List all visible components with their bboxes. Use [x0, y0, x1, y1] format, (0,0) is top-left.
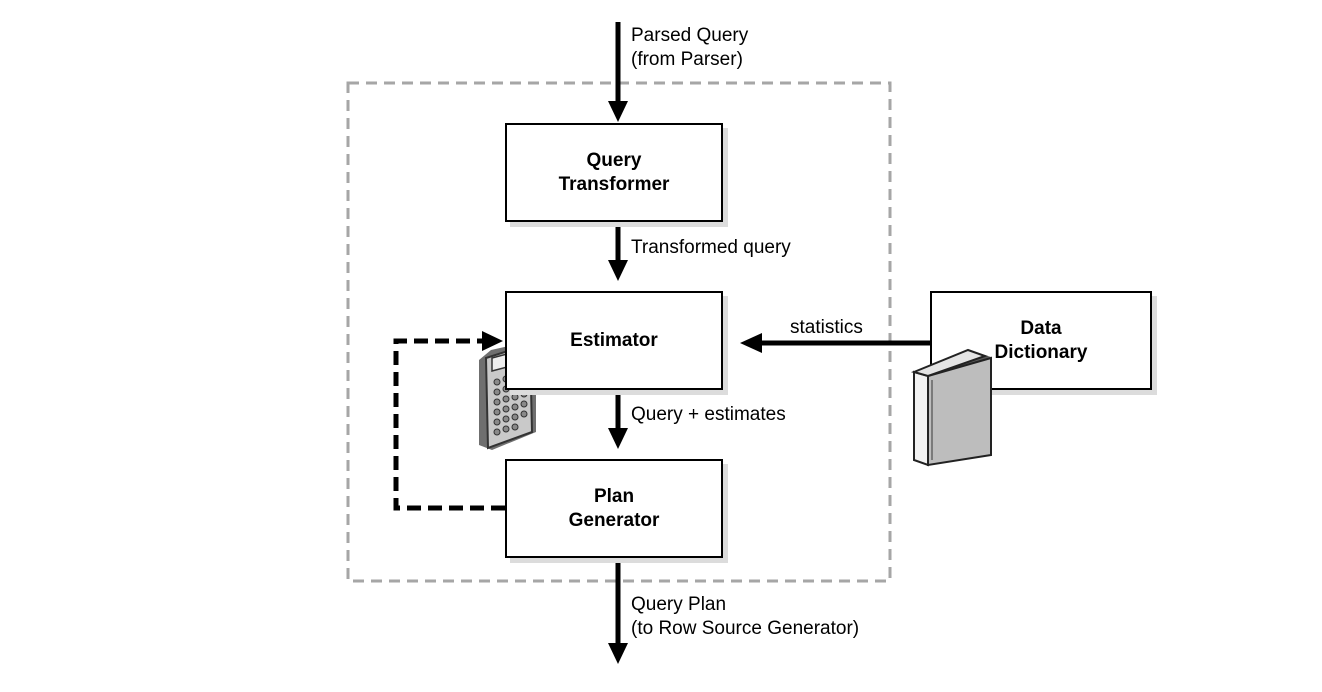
- data-dictionary-box: Data Dictionary: [930, 291, 1152, 390]
- estimator-box: Estimator: [505, 291, 723, 390]
- query-transformer-label-2: Transformer: [558, 173, 670, 195]
- estimates-label: Query + estimates: [631, 404, 786, 425]
- feedback-loop-arrow: [393, 331, 505, 511]
- output-label-line1: Query Plan: [631, 594, 727, 615]
- plan-generator-box: Plan Generator: [505, 459, 723, 558]
- output-label-line2: (to Row Source Generator): [631, 618, 860, 639]
- transformed-query-label: Transformed query: [631, 237, 791, 258]
- query-transformer-box: Query Transformer: [505, 123, 723, 222]
- input-label-line2: (from Parser): [631, 49, 743, 70]
- statistics-label: statistics: [790, 317, 863, 338]
- input-arrow: [608, 22, 628, 122]
- plan-generator-label-2: Generator: [568, 509, 660, 531]
- data-dictionary-label-2: Dictionary: [994, 341, 1088, 363]
- transformed-query-arrow: [608, 222, 628, 281]
- data-dictionary-label-1: Data: [1020, 317, 1062, 339]
- query-transformer-label-1: Query: [586, 149, 642, 171]
- statistics-arrow: [740, 333, 932, 353]
- output-arrow: [608, 558, 628, 664]
- estimator-label: Estimator: [570, 329, 658, 351]
- input-label-line1: Parsed Query: [631, 25, 749, 46]
- estimates-arrow: [608, 390, 628, 449]
- plan-generator-label-1: Plan: [593, 485, 635, 507]
